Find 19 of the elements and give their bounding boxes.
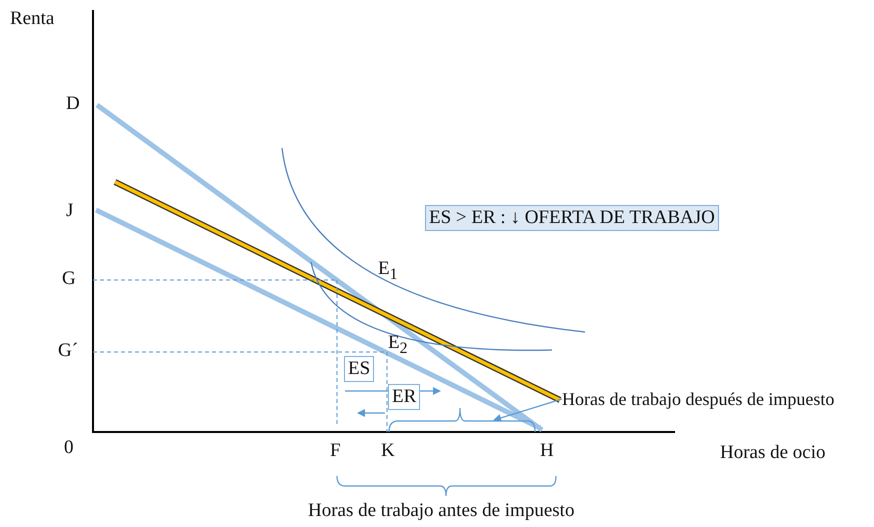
- note-box: ES > ER : ↓ OFERTA DE TRABAJO: [425, 205, 719, 231]
- axis-point-label: H: [540, 440, 554, 462]
- effect-box: ES: [344, 356, 374, 382]
- axis-point-label: D: [66, 93, 80, 115]
- effect-box: ER: [388, 384, 420, 410]
- axis-point-label: K: [381, 440, 395, 462]
- brace: [388, 407, 536, 432]
- axis-point-label: G´: [58, 340, 78, 362]
- axis-point-label: J: [66, 200, 74, 222]
- leader-arrow: [493, 398, 562, 422]
- point-label: E$_{1}$: [378, 258, 398, 285]
- axis-point-label: F: [330, 440, 341, 462]
- axis-point-label: G: [62, 268, 76, 290]
- brace-label: Horas de trabajo antes de impuesto: [308, 500, 574, 522]
- origin-label: 0: [64, 437, 74, 459]
- axis-annotation: Horas de trabajo después de impuesto: [562, 388, 834, 410]
- point-label: E$_{2}$: [388, 332, 408, 359]
- axis-title: Horas de ocio: [720, 442, 826, 464]
- axis-title: Renta: [10, 8, 54, 30]
